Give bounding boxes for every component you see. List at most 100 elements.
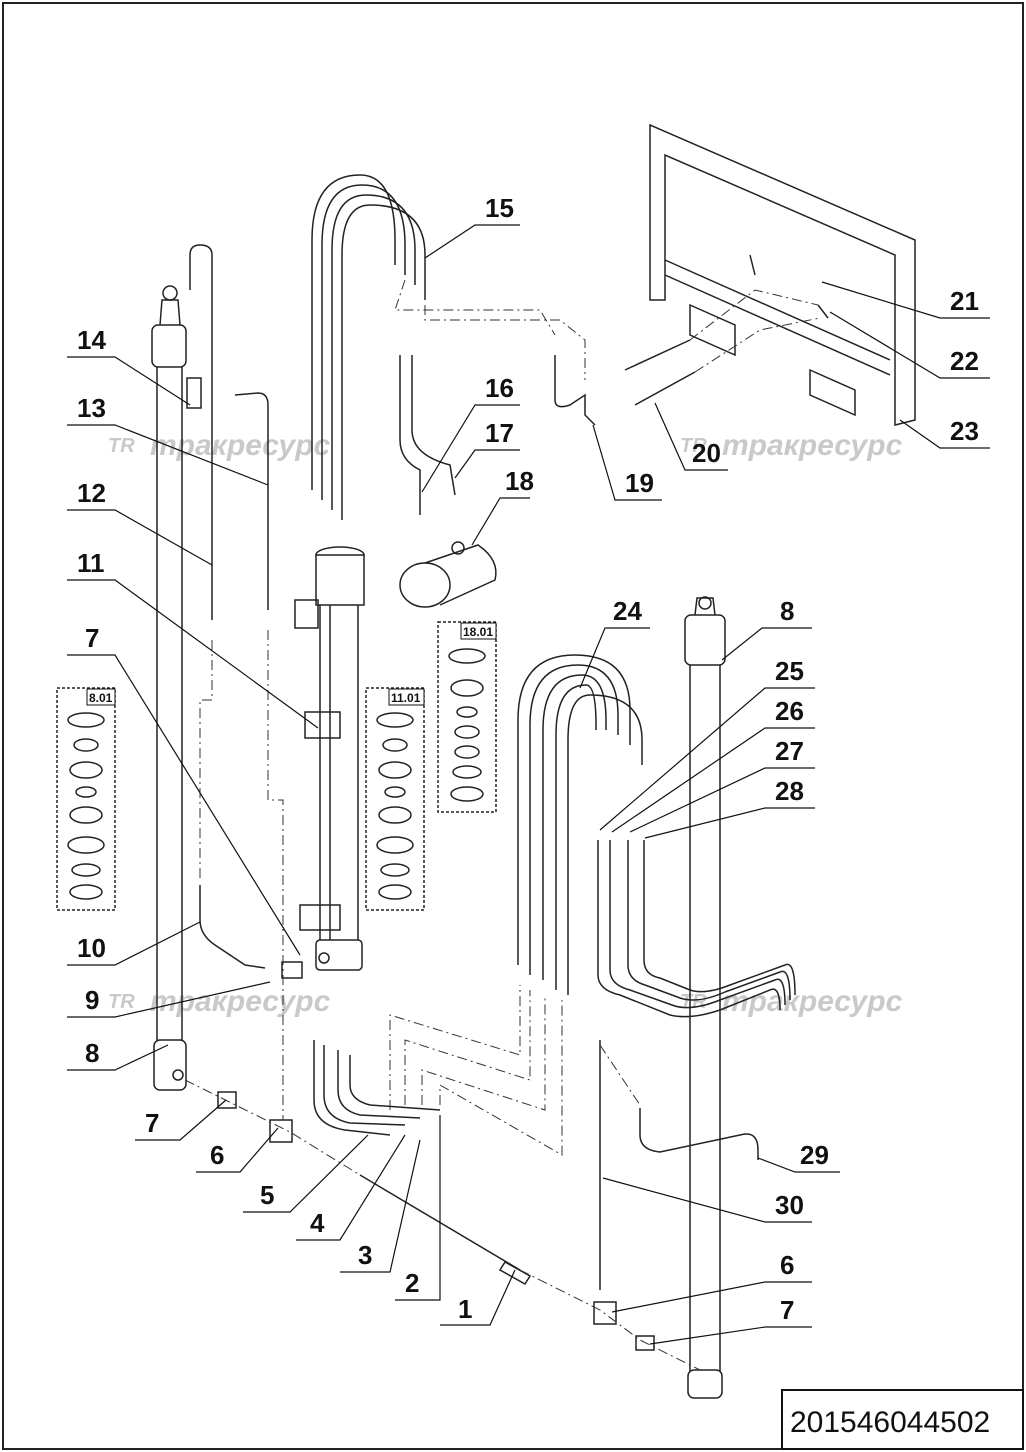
leader-22	[829, 311, 990, 379]
leader-8a	[67, 1044, 169, 1071]
leader-30	[602, 1177, 812, 1223]
callout-7-left: 7	[85, 623, 99, 653]
part-number-box: 201546044502	[781, 1389, 1024, 1450]
callout-10: 10	[77, 933, 106, 963]
leader-8b	[721, 627, 812, 661]
plug-7-left	[217, 1091, 237, 1109]
dash-link-13	[267, 630, 284, 1120]
svg-text:8.01: 8.01	[89, 691, 113, 705]
callout-20: 20	[692, 438, 721, 468]
dash-link-top	[424, 305, 586, 380]
leader-23	[899, 419, 990, 449]
callout-11: 11	[77, 548, 105, 578]
leader-29	[757, 1157, 840, 1173]
center-cylinder	[294, 546, 365, 971]
right-lift-cylinder	[684, 596, 726, 1399]
leader-21	[821, 281, 990, 319]
callout-4: 4	[310, 1208, 325, 1238]
kit-1801-label: 18.01	[460, 622, 497, 640]
svg-text:18.01: 18.01	[463, 625, 493, 639]
leader-19	[592, 424, 662, 501]
hoses-25-28	[597, 840, 796, 1018]
lower-hoses	[313, 1040, 441, 1136]
leader-18	[471, 497, 530, 546]
leader-3	[340, 1139, 421, 1273]
callout-7-bottom-left: 7	[145, 1108, 159, 1138]
carriage-frame	[649, 123, 916, 426]
fitting-9	[281, 961, 303, 979]
kit-801-label: 8.01	[86, 688, 116, 706]
callout-25: 25	[775, 656, 804, 686]
leader-28	[644, 807, 815, 839]
leader-2	[395, 1115, 441, 1301]
dash-link-30	[599, 1044, 641, 1106]
dash-link-left	[199, 640, 213, 880]
pipe-29	[639, 1108, 759, 1160]
callout-13: 13	[77, 393, 106, 423]
dash-link-top-2	[394, 279, 556, 336]
callout-21: 21	[950, 286, 979, 316]
callout-7-right: 7	[780, 1295, 794, 1325]
svg-text:TR: TR	[680, 435, 707, 457]
motor-hoses	[399, 355, 497, 608]
svg-text:TR: TR	[108, 435, 135, 457]
tee-fitting-6-left	[269, 1119, 293, 1143]
svg-text:тракресурс: тракресурс	[150, 429, 331, 462]
kit-1101-label: 11.01	[388, 688, 425, 706]
leader-6b	[611, 1281, 812, 1313]
kit-1801-box	[437, 621, 497, 813]
leader-17	[454, 449, 520, 479]
leader-24	[579, 627, 650, 689]
callout-29: 29	[800, 1140, 829, 1170]
watermark-2: TR тракресурс	[680, 429, 903, 462]
callout-18: 18	[505, 466, 534, 496]
leader-20	[654, 402, 728, 471]
leader-12	[67, 509, 213, 566]
callout-30: 30	[775, 1190, 804, 1220]
callout-22: 22	[950, 346, 979, 376]
pipes-19-20	[554, 339, 696, 426]
leader-14	[67, 356, 191, 406]
callout-19: 19	[625, 468, 654, 498]
svg-text:TR: TR	[108, 991, 135, 1013]
right-hose-bundle	[517, 654, 643, 995]
kit-801-seals	[67, 712, 105, 900]
leader-10	[67, 921, 201, 966]
left-lift-cylinder	[151, 285, 187, 1091]
watermark-3: TR тракресурс	[108, 985, 331, 1018]
callout-26: 26	[775, 696, 804, 726]
callout-8-left: 8	[85, 1038, 99, 1068]
leader-5	[243, 1134, 369, 1213]
svg-text:11.01: 11.01	[391, 691, 421, 705]
leader-1	[440, 1269, 516, 1326]
leader-7c	[649, 1326, 812, 1345]
callout-27: 27	[775, 736, 804, 766]
svg-text:тракресурс: тракресурс	[150, 985, 331, 1018]
dash-link-lower-4	[439, 1000, 563, 1156]
callout-28: 28	[775, 776, 804, 806]
top-hose-bundle	[311, 174, 426, 520]
kit-1101-seals	[376, 712, 414, 900]
leader-15	[424, 224, 520, 259]
leader-27	[629, 767, 815, 833]
callout-1: 1	[458, 1294, 472, 1324]
callout-15: 15	[485, 193, 514, 223]
callout-6-right: 6	[780, 1250, 794, 1280]
dash-link-20b	[694, 317, 821, 373]
leader-9	[67, 981, 271, 1018]
callout-23: 23	[950, 416, 979, 446]
svg-text:TR: TR	[680, 991, 707, 1013]
leader-13	[67, 424, 269, 486]
callout-2: 2	[405, 1268, 419, 1298]
part-number: 201546044502	[790, 1406, 990, 1439]
callout-6-left: 6	[210, 1140, 224, 1170]
callout-3: 3	[358, 1240, 372, 1270]
leader-6a	[196, 1127, 279, 1173]
callout-8-right: 8	[780, 596, 794, 626]
callout-9: 9	[85, 985, 99, 1015]
leader-7b	[67, 654, 301, 956]
dash-link-20	[689, 289, 819, 341]
svg-text:тракресурс: тракресурс	[722, 429, 903, 462]
callout-5: 5	[260, 1180, 274, 1210]
